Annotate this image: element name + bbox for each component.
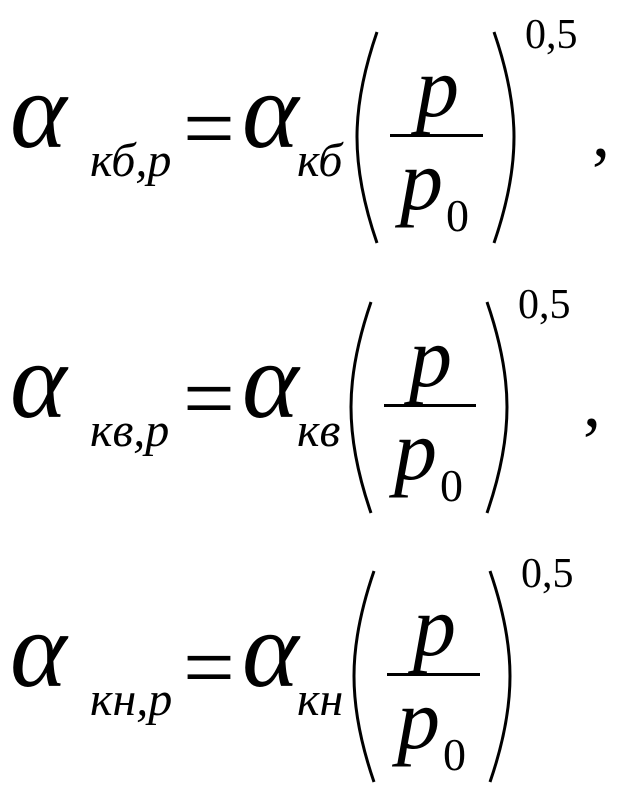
comma: , — [592, 92, 610, 172]
lhs-alpha: α — [10, 591, 67, 710]
rhs-alpha: α — [242, 322, 299, 441]
exponent: 0,5 — [525, 12, 578, 58]
rhs-subscript: кб — [297, 134, 343, 187]
rhs-subscript: кн — [297, 673, 344, 726]
lhs-subscript: кв,р — [90, 404, 170, 457]
denominator: p — [394, 402, 437, 498]
equals-sign: = — [183, 616, 235, 718]
denominator: p — [397, 671, 440, 767]
lhs-subscript: кб,р — [90, 134, 172, 187]
denominator-subscript: 0 — [446, 190, 469, 241]
denominator-subscript: 0 — [440, 460, 463, 511]
rhs-alpha: α — [242, 52, 299, 171]
fraction-line — [387, 673, 480, 676]
equation-1: α кб,р = α кб p p 0 0,5 , — [0, 0, 627, 268]
numerator: p — [409, 309, 452, 405]
lhs-subscript: кн,р — [90, 673, 173, 726]
right-paren — [492, 31, 516, 244]
lhs-alpha: α — [10, 52, 67, 171]
equation-3: α кн,р = α кн p p 0 0,5 — [0, 539, 627, 807]
left-paren — [349, 301, 373, 514]
right-paren — [485, 301, 509, 514]
right-paren — [488, 570, 512, 783]
denominator-subscript: 0 — [443, 729, 466, 780]
lhs-alpha: α — [10, 322, 67, 441]
rhs-alpha: α — [242, 591, 299, 710]
left-paren — [355, 31, 379, 244]
denominator: p — [400, 132, 443, 228]
numerator: p — [413, 578, 456, 674]
equals-sign: = — [183, 347, 235, 449]
equation-2: α кв,р = α кв p p 0 0,5 , — [0, 270, 627, 538]
rhs-subscript: кв — [297, 404, 341, 457]
numerator: p — [416, 39, 459, 135]
fraction-line — [390, 134, 483, 137]
exponent: 0,5 — [521, 551, 574, 597]
left-paren — [352, 570, 376, 783]
exponent: 0,5 — [518, 282, 571, 328]
comma: , — [583, 362, 601, 442]
equals-sign: = — [183, 77, 235, 179]
fraction-line — [384, 404, 476, 407]
